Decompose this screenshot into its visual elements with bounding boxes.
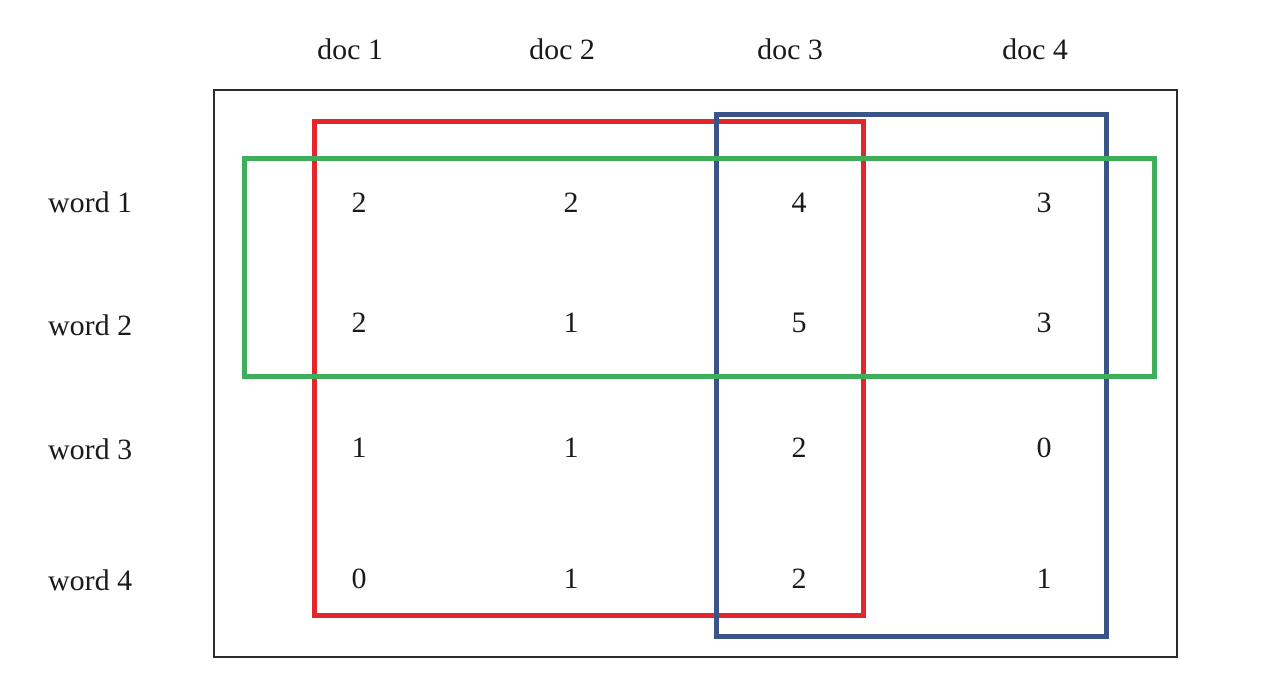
cell-word-2-doc-2: 1 [563,306,579,339]
cell-word-3-doc-3: 2 [791,431,807,464]
row-label-word-2: word 2 [48,309,133,342]
cell-word-1-doc-3: 4 [791,186,807,219]
cell-word-4-doc-4: 1 [1036,562,1052,595]
cell-word-4-doc-3: 2 [791,562,807,595]
column-header-doc-2: doc 2 [529,33,595,66]
column-header-doc-1: doc 1 [317,33,383,66]
cell-word-2-doc-3: 5 [791,306,807,339]
cell-word-3-doc-1: 1 [351,431,367,464]
cell-word-4-doc-1: 0 [351,562,367,595]
cell-word-2-doc-4: 3 [1036,306,1052,339]
column-header-doc-4: doc 4 [1002,33,1068,66]
cell-word-3-doc-4: 0 [1036,431,1052,464]
cell-word-4-doc-2: 1 [563,562,579,595]
matrix-outer-frame [213,89,1178,658]
column-header-doc-3: doc 3 [757,33,823,66]
cell-word-1-doc-4: 3 [1036,186,1052,219]
cell-word-1-doc-2: 2 [563,186,579,219]
cell-word-1-doc-1: 2 [351,186,367,219]
row-label-word-4: word 4 [48,564,133,597]
row-label-word-3: word 3 [48,433,133,466]
cell-word-3-doc-2: 1 [563,431,579,464]
cell-word-2-doc-1: 2 [351,306,367,339]
row-label-word-1: word 1 [48,186,133,219]
